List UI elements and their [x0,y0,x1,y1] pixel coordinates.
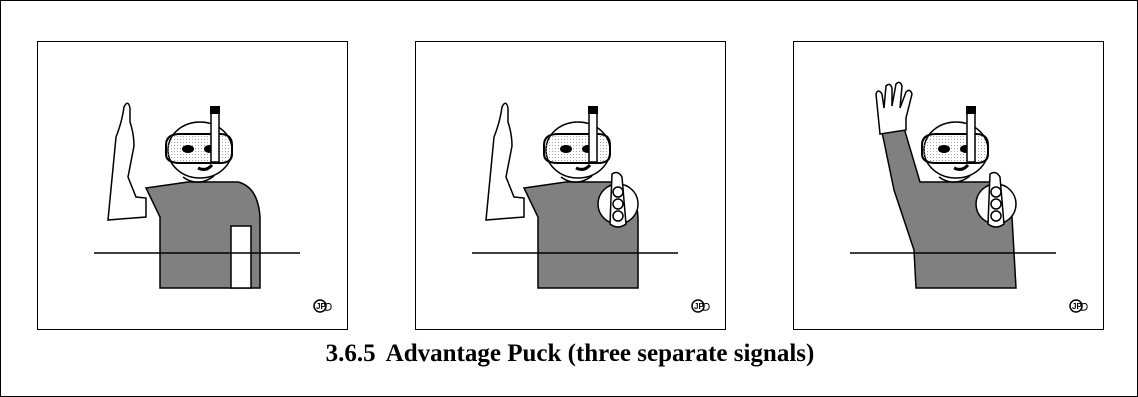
raised-arm [108,103,146,220]
dive-mask [544,134,610,163]
signal-panel-1: JP [37,41,348,330]
side-board [231,226,251,288]
logo-text: JP [316,302,326,311]
jp-logo: JP [1070,300,1087,312]
open-hand [876,82,912,134]
snorkel [211,112,219,162]
referee-figure-2: JP [416,42,725,329]
logo-text: JP [694,302,704,311]
signal-panel-3: JP [793,41,1104,330]
figure-caption: 3.6.5 Advantage Puck (three separate sign… [1,340,1138,368]
referee-figure-3: JP [794,42,1103,329]
caption-number: 3.6.5 [326,340,376,367]
referee-figure-1: JP [38,42,347,329]
dive-mask [922,134,988,163]
raised-arm [486,103,524,220]
jp-logo: JP [314,300,331,312]
dive-mask [166,134,232,163]
signal-panel-2: JP [415,41,726,330]
jp-logo: JP [692,300,709,312]
snorkel [589,112,597,162]
snorkel [967,112,975,162]
logo-text: JP [1072,302,1082,311]
caption-title: Advantage Puck (three separate signals) [386,340,815,367]
